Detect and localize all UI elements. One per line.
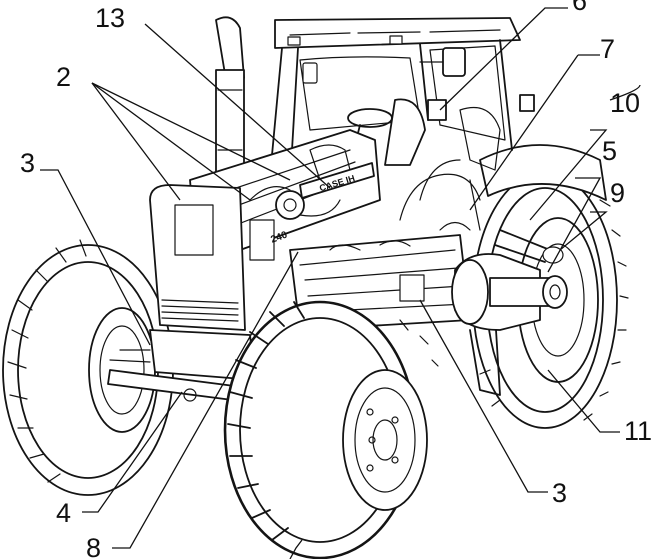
cab [271, 17, 535, 171]
front-right-wheel [223, 300, 439, 559]
callout-8: 8 [86, 533, 101, 559]
hood-engine: CASE IH 240 [149, 129, 381, 331]
front-axle [107, 329, 256, 403]
callout-3-right: 3 [552, 478, 567, 508]
callout-labels: 13 6 2 7 10 3 5 9 11 3 4 8 [20, 0, 652, 559]
callout-3-left: 3 [20, 148, 35, 178]
rear-left-wheel [2, 239, 174, 496]
callout-7: 7 [600, 34, 615, 64]
callout-4: 4 [56, 498, 71, 528]
callout-13: 13 [95, 3, 125, 33]
callout-6: 6 [572, 0, 587, 16]
callout-2: 2 [56, 62, 71, 92]
callout-5: 5 [602, 136, 617, 166]
callout-9: 9 [610, 178, 625, 208]
leader-lines [40, 7, 641, 559]
callout-11: 11 [624, 416, 652, 446]
callout-10: 10 [610, 88, 640, 118]
